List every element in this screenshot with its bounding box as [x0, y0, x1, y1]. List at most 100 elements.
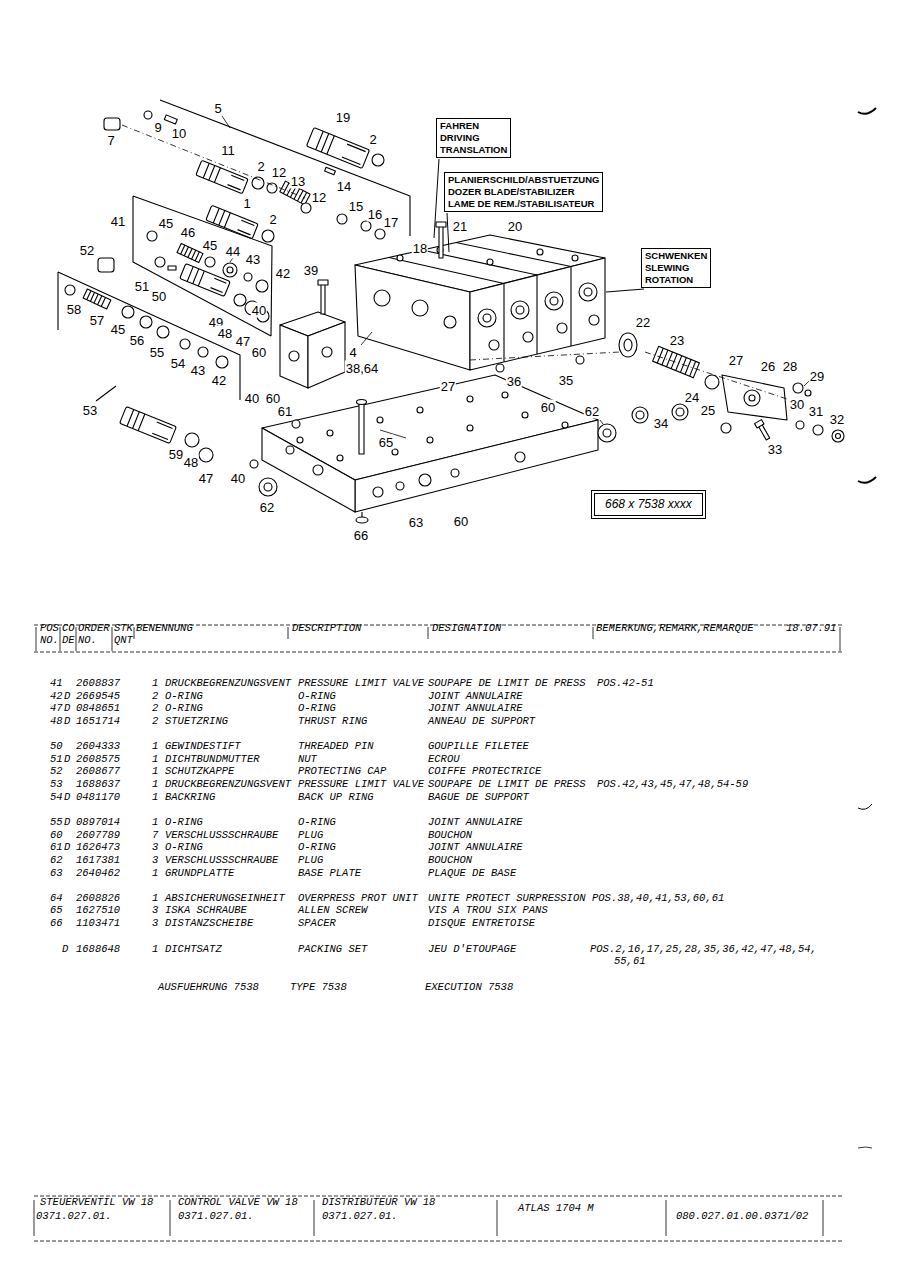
- callout-number: 57: [89, 313, 105, 328]
- callout-number: 41: [110, 214, 126, 229]
- table-cell: SCHUTZKAPPE: [165, 765, 234, 777]
- callout-number: 31: [808, 404, 824, 419]
- scan-marks: [858, 1147, 872, 1148]
- table-cell: 0481170: [76, 791, 120, 803]
- table-cell: 3: [152, 917, 158, 929]
- table-cell: DISQUE ENTRETOISE: [428, 917, 535, 929]
- cartridges: [120, 407, 177, 444]
- springs: [653, 346, 700, 377]
- screws: [321, 284, 325, 314]
- callout-number: 2: [368, 132, 377, 147]
- table-rules: [34, 625, 842, 1241]
- box-leader-line: [606, 289, 644, 292]
- callout-number: 4: [348, 345, 357, 360]
- box-text: FAHREN: [440, 120, 507, 132]
- callout-number: 20: [507, 219, 523, 234]
- box-text: PLANIERSCHILD/ABSTUETZUNG: [448, 174, 599, 186]
- callout-number: 22: [635, 315, 651, 330]
- rings-and-seals: [205, 257, 215, 267]
- rings-and-seals: [234, 294, 246, 306]
- valve-block: [397, 255, 403, 261]
- table-cell: O-RING: [298, 816, 336, 828]
- table-cell: 2608826: [76, 892, 120, 904]
- rings-and-seals: [216, 356, 228, 368]
- group-brackets: [58, 272, 240, 400]
- cartridges: [306, 127, 369, 168]
- table-cell: 1: [152, 867, 158, 879]
- rings-and-seals: [262, 230, 274, 242]
- callout-number: 40: [230, 471, 246, 486]
- table-cell: D: [62, 943, 68, 955]
- table-cell: 2608575: [76, 753, 120, 765]
- rings-and-seals: [122, 306, 134, 318]
- table-cell: ECROU: [428, 753, 460, 765]
- callout-number: 42: [275, 266, 291, 281]
- valve-block: [545, 292, 563, 310]
- cartridges: [120, 407, 177, 444]
- callout-number: 11: [220, 143, 236, 158]
- center-lines: [122, 125, 305, 198]
- valve-block: [374, 290, 390, 306]
- plate-holes: [392, 449, 398, 455]
- callout-number: 48: [183, 455, 199, 470]
- table-cell: GRUNDPLATTE: [165, 867, 234, 879]
- table-header: NO.: [78, 634, 97, 646]
- valve-block: [412, 300, 428, 316]
- rings-and-seals: [496, 364, 504, 372]
- rings-and-seals: [140, 316, 152, 328]
- type-box: 668 x 7538 xxxx: [594, 493, 703, 516]
- table-cell: 1626473: [76, 841, 120, 853]
- table-cell: 1: [152, 740, 158, 752]
- callout-number: 10: [171, 126, 187, 141]
- callout-number: 16: [367, 207, 383, 222]
- center-lines: [470, 352, 620, 360]
- table-cell: 1: [152, 778, 158, 790]
- table-cell: 2640462: [76, 867, 120, 879]
- table-cell: 7: [152, 829, 158, 841]
- table-header: 18.07.91: [786, 622, 836, 634]
- callout-number: 45: [110, 322, 126, 337]
- callout-number: 29: [809, 369, 825, 384]
- table-header: DESIGNATION: [432, 622, 501, 634]
- callout-number: 62: [584, 404, 600, 419]
- table-cell: 1: [152, 765, 158, 777]
- callout-number: 59: [168, 447, 184, 462]
- table-cell: O-RING: [298, 841, 336, 853]
- table-cell: POS.2,16,17,25,28,35,36,42,47,48,54,: [590, 943, 817, 955]
- table-cell: SOUPAPE DE LIMIT DE PRESS: [428, 677, 586, 689]
- rings-and-seals: [337, 214, 347, 224]
- plate-holes: [373, 487, 383, 497]
- valve-block: [389, 243, 571, 363]
- table-cell: 3: [152, 841, 158, 853]
- springs: [83, 289, 111, 309]
- table-cell: 61: [50, 841, 63, 853]
- table-cell: VERSCHLUSSSCHRAUBE: [165, 854, 278, 866]
- callout-number: 40: [244, 391, 260, 406]
- callout-number: 47: [235, 334, 251, 349]
- table-rules: [34, 1196, 842, 1241]
- table-cell: NUT: [298, 753, 317, 765]
- footer-cell: CONTROL VALVE VW 18: [178, 1196, 298, 1208]
- cartridges: [127, 410, 174, 443]
- callout-number: 7: [106, 133, 115, 148]
- table-cell: D: [64, 841, 70, 853]
- table-cell: STUETZRING: [165, 715, 228, 727]
- plate-holes: [467, 425, 473, 431]
- valve-block: [557, 323, 567, 333]
- callout-number: 27: [728, 353, 744, 368]
- valve-block: [511, 301, 529, 319]
- table-cell: 66: [50, 917, 63, 929]
- box-text: TRANSLATION: [440, 144, 507, 156]
- table-cell: 55: [50, 816, 63, 828]
- valve-block: [478, 309, 496, 327]
- callout-number: 42: [211, 373, 227, 388]
- table-cell: THRUST RING: [298, 715, 367, 727]
- springs: [177, 243, 203, 262]
- allen-screw: [361, 512, 362, 517]
- rotation-cover: [796, 421, 804, 429]
- plate-holes: [515, 452, 525, 462]
- table-cell: 1: [152, 677, 158, 689]
- rings-and-seals: [180, 339, 190, 349]
- table-cell: 53: [50, 778, 63, 790]
- cartridges: [325, 167, 336, 174]
